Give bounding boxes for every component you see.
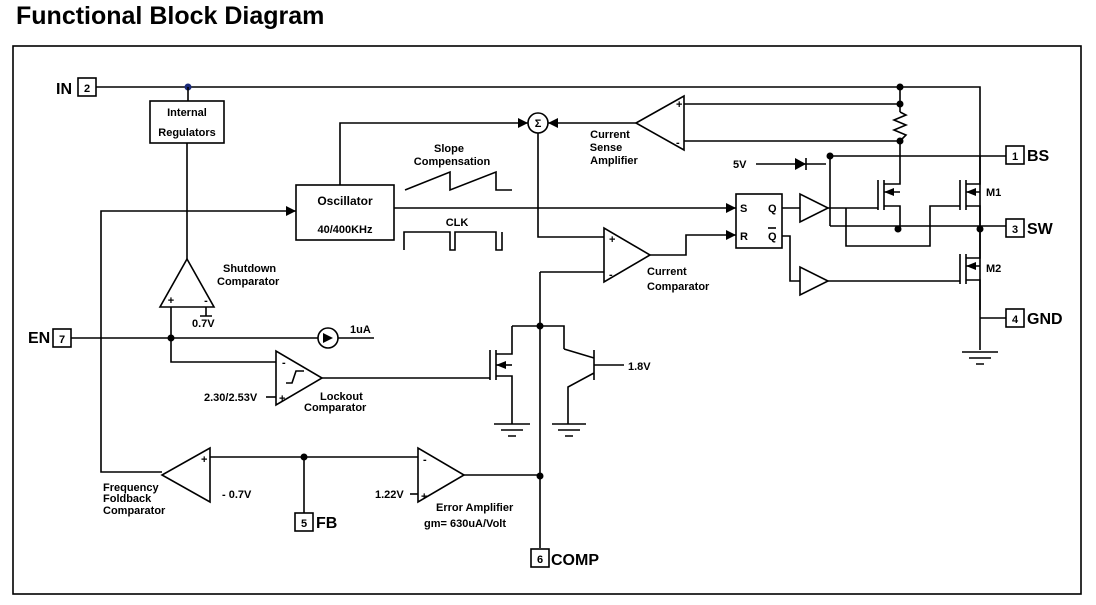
svg-text:R: R bbox=[740, 231, 748, 243]
low-side-mosfet-m2: M2 bbox=[828, 229, 1001, 350]
svg-text:7: 7 bbox=[59, 334, 65, 346]
pin-in: IN 2 bbox=[56, 77, 97, 98]
shutdown-ref-0.7v: 0.7V bbox=[192, 318, 215, 330]
pin-sw: 3 SW bbox=[1005, 218, 1054, 238]
svg-text:-: - bbox=[204, 295, 208, 307]
current-sense-label-1: Current bbox=[590, 129, 630, 141]
lockout-comparator-label-2: Comparator bbox=[304, 402, 367, 414]
error-amp-ref-1.22v: 1.22V bbox=[375, 489, 404, 501]
page-title: Functional Block Diagram bbox=[16, 2, 325, 30]
supply-5v-label: 5V bbox=[733, 159, 747, 171]
slope-compensation-label-1: Slope bbox=[434, 143, 464, 155]
current-comparator-label-1: Current bbox=[647, 266, 687, 278]
m1-label: M1 bbox=[986, 187, 1001, 199]
sense-resistor bbox=[891, 111, 909, 142]
m2-label: M2 bbox=[986, 263, 1001, 275]
lockout-ref-voltage: 2.30/2.53V bbox=[204, 392, 258, 404]
pin-fb-name: FB bbox=[316, 515, 337, 532]
svg-text:Q: Q bbox=[768, 203, 777, 215]
svg-text:-: - bbox=[676, 137, 680, 149]
internal-regulators-label-2: Regulators bbox=[158, 127, 215, 139]
shutdown-comparator: + - Shutdown Comparator bbox=[158, 257, 280, 308]
current-sense-amplifier: + - Current Sense Amplifier bbox=[590, 94, 685, 167]
oscillator-label: Oscillator bbox=[317, 194, 373, 208]
svg-text:Σ: Σ bbox=[535, 118, 542, 130]
svg-text:+: + bbox=[279, 393, 285, 405]
svg-text:6: 6 bbox=[537, 554, 543, 566]
svg-text:1.8V: 1.8V bbox=[628, 361, 651, 373]
shutdown-comparator-label-2: Comparator bbox=[217, 276, 280, 288]
pin-en: EN 7 bbox=[28, 328, 72, 348]
internal-regulators-label-1: Internal bbox=[167, 107, 207, 119]
pin-comp-name: COMP bbox=[551, 552, 599, 569]
clk-label: CLK bbox=[446, 217, 469, 229]
foldback-label-1: Frequency bbox=[103, 482, 160, 494]
bootstrap-diode bbox=[795, 158, 806, 170]
oscillator-frequency: 40/400KHz bbox=[317, 224, 373, 236]
current-comparator-label-2: Comparator bbox=[647, 281, 710, 293]
svg-text:5: 5 bbox=[301, 518, 307, 530]
current-comparator: + - Current Comparator bbox=[603, 226, 710, 293]
svg-text:3: 3 bbox=[1012, 224, 1018, 236]
pin-en-name: EN bbox=[28, 330, 50, 347]
pulldown-nmos bbox=[489, 326, 513, 424]
clk-waveform bbox=[403, 231, 503, 251]
svg-text:S: S bbox=[740, 203, 747, 215]
gnd-symbol bbox=[962, 351, 998, 365]
error-amplifier-label: Error Amplifier bbox=[436, 502, 514, 514]
lockout-comparator: - + Lockout Comparator bbox=[275, 349, 367, 414]
summing-junction: Σ bbox=[527, 112, 549, 134]
high-side-driver bbox=[799, 192, 830, 224]
svg-text:+: + bbox=[609, 234, 615, 246]
foldback-label-2: Foldback bbox=[103, 493, 152, 505]
pin-comp: 6 COMP bbox=[530, 548, 599, 569]
diagram-frame bbox=[12, 45, 1082, 595]
pin-gnd: 4 GND bbox=[1005, 308, 1063, 328]
pin-bs: 1 BS bbox=[1005, 145, 1050, 165]
slope-waveform bbox=[404, 170, 512, 192]
pin-fb: 5 FB bbox=[294, 512, 337, 532]
low-side-driver bbox=[799, 265, 830, 297]
sr-flipflop: S R Q Q bbox=[735, 193, 783, 249]
current-sense-label-2: Sense bbox=[590, 142, 622, 154]
shutdown-comparator-label-1: Shutdown bbox=[223, 263, 276, 275]
sense-nmos bbox=[877, 175, 901, 229]
lockout-comparator-label-1: Lockout bbox=[320, 391, 363, 403]
svg-text:-: - bbox=[423, 454, 427, 466]
pin-in-name: IN bbox=[56, 81, 72, 98]
svg-text:+: + bbox=[421, 491, 427, 503]
svg-text:+: + bbox=[168, 295, 174, 307]
svg-text:+: + bbox=[676, 99, 682, 111]
svg-text:1uA: 1uA bbox=[350, 324, 371, 336]
foldback-ref-0.7v: - 0.7V bbox=[222, 489, 252, 501]
internal-regulators-block: Internal Regulators bbox=[149, 100, 225, 144]
error-amplifier-gm: gm= 630uA/Volt bbox=[424, 518, 506, 530]
pin-in-number: 2 bbox=[84, 83, 90, 95]
svg-text:+: + bbox=[201, 454, 207, 466]
oscillator-block: Oscillator 40/400KHz bbox=[295, 184, 395, 241]
svg-text:Q: Q bbox=[768, 231, 777, 243]
clamp-pnp: 1.8V bbox=[563, 348, 651, 424]
current-source-1ua: 1uA bbox=[317, 324, 371, 349]
pin-sw-name: SW bbox=[1027, 221, 1054, 238]
pin-gnd-name: GND bbox=[1027, 311, 1063, 328]
high-side-mosfet-m1: M1 bbox=[845, 156, 1001, 247]
svg-text:-: - bbox=[282, 357, 286, 369]
foldback-label-3: Comparator bbox=[103, 505, 166, 517]
error-amplifier: - + Error Amplifier gm= 630uA/Volt bbox=[417, 446, 514, 530]
current-sense-label-3: Amplifier bbox=[590, 155, 638, 167]
svg-text:-: - bbox=[609, 269, 613, 281]
pin-bs-name: BS bbox=[1027, 148, 1050, 165]
svg-text:4: 4 bbox=[1012, 314, 1019, 326]
svg-text:1: 1 bbox=[1012, 151, 1018, 163]
frequency-foldback-comparator: + - 0.7V Frequency Foldback Comparator bbox=[103, 446, 252, 517]
slope-compensation-label-2: Compensation bbox=[414, 156, 491, 168]
